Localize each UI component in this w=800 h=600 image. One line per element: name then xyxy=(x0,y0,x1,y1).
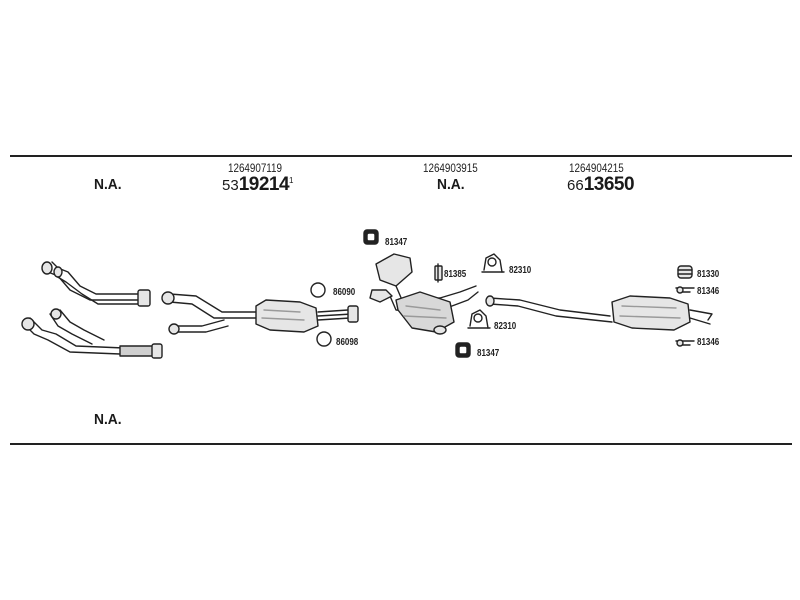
gasket-icon xyxy=(310,282,326,298)
code-col2: 53192141 xyxy=(222,174,293,196)
gasket-icon xyxy=(316,331,332,347)
bracket-icon xyxy=(675,286,695,294)
muffler-icon xyxy=(369,253,479,335)
status-na-col3: N.A. xyxy=(437,176,465,193)
label-81347-top: 81347 xyxy=(385,237,408,248)
label-81385: 81385 xyxy=(444,269,467,280)
label-81346-top: 81346 xyxy=(697,286,720,297)
clamp-icon xyxy=(467,309,491,329)
part-number-col3: 1264903915 xyxy=(423,161,478,175)
bracket-icon xyxy=(434,263,443,283)
label-81347-bottom: 81347 xyxy=(477,348,500,359)
label-82310-top: 82310 xyxy=(509,265,532,276)
status-na-left: N.A. xyxy=(94,176,122,193)
label-81346-bottom: 81346 xyxy=(697,337,720,348)
label-86090: 86090 xyxy=(333,287,356,298)
code-main: 13650 xyxy=(583,174,635,195)
down-pipe-icon xyxy=(41,261,151,307)
label-86098: 86098 xyxy=(336,337,359,348)
bracket-icon xyxy=(675,339,695,347)
part-number-col4: 1264904215 xyxy=(569,161,624,175)
status-na-bottom: N.A. xyxy=(94,411,122,428)
code-col4: 6613650 xyxy=(567,174,635,196)
rubber-mount-icon xyxy=(455,342,471,358)
code-suffix: 1 xyxy=(289,176,294,185)
code-main: 19214 xyxy=(238,174,290,195)
clamp-icon xyxy=(481,253,505,273)
top-divider xyxy=(10,155,792,157)
part-number-col2: 1264907119 xyxy=(228,161,283,175)
code-prefix: 66 xyxy=(567,177,584,194)
label-81330: 81330 xyxy=(697,269,720,280)
bottom-divider xyxy=(10,443,792,445)
rubber-mount-icon xyxy=(363,229,379,245)
rubber-mount-icon xyxy=(677,265,693,279)
label-82310-bottom: 82310 xyxy=(494,321,517,332)
code-prefix: 53 xyxy=(222,177,239,194)
rear-pipe-icon xyxy=(485,295,713,331)
down-pipe-icon xyxy=(21,308,163,359)
catalytic-converter-icon xyxy=(161,291,359,335)
